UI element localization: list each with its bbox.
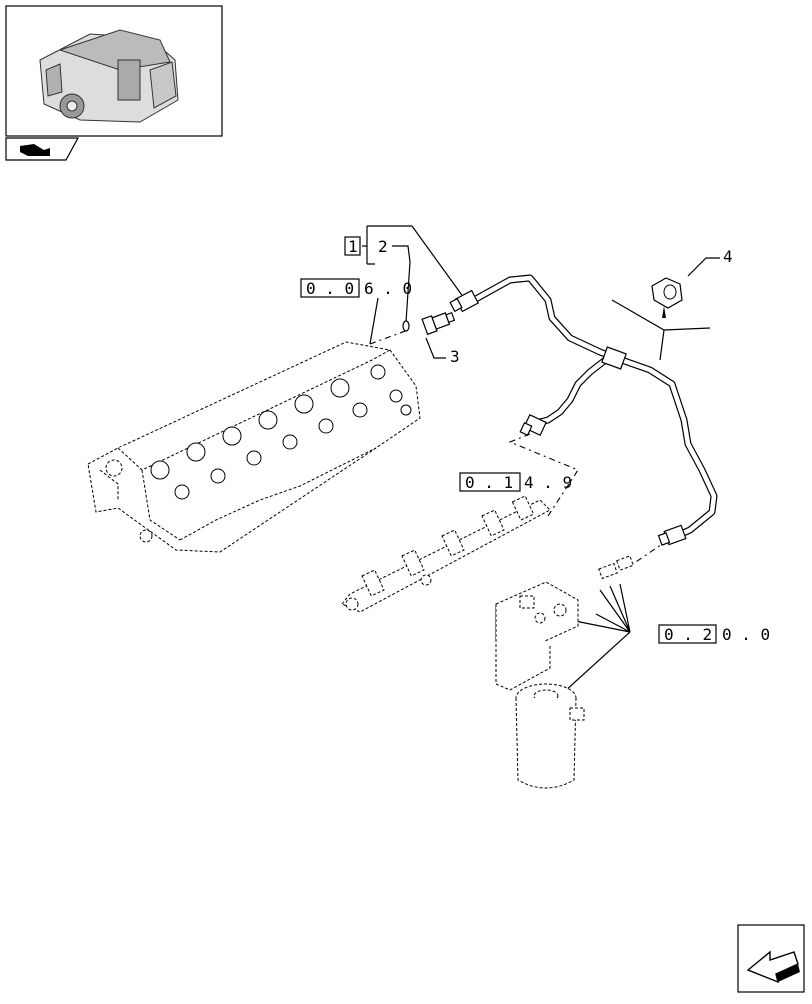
ref-fuel-rail-rest: 4 . 9 [524, 473, 572, 492]
ref-cylinder-head-boxed: 0 . 0 [306, 279, 354, 298]
ref-fuel-filter-rest: 0 . 0 [722, 625, 770, 644]
adapter-fitting[interactable] [421, 309, 456, 336]
ref-fuel-rail[interactable]: 0 . 1 4 . 9 [459, 472, 572, 492]
next-page-arrow-icon[interactable] [737, 924, 805, 993]
callout-2-label: 2 [378, 237, 388, 256]
fuel-pipe-assembly[interactable] [449, 274, 718, 546]
o-ring[interactable] [402, 320, 410, 332]
ref-fuel-filter[interactable]: 0 . 2 0 . 0 [658, 624, 770, 644]
cylinder-head [87, 341, 421, 553]
ref-fuel-rail-boxed: 0 . 1 [465, 473, 513, 492]
callout-1: 1 [344, 236, 361, 256]
fuel-filter-assembly [495, 555, 634, 789]
fuel-rail [341, 495, 551, 613]
ref-cylinder-head-rest: 6 . 0 [364, 279, 412, 298]
engine-section-icon [5, 137, 80, 161]
ref-cylinder-head[interactable]: 0 . 0 6 . 0 [300, 278, 412, 298]
fuel-sensor[interactable] [651, 277, 683, 318]
engine-thumbnail-icon[interactable] [5, 5, 223, 137]
callout-3-label: 3 [450, 347, 460, 366]
callout-4-label: 4 [723, 247, 733, 266]
callout-1-label: 1 [348, 237, 358, 256]
ref-fuel-filter-boxed: 0 . 2 [664, 625, 712, 644]
